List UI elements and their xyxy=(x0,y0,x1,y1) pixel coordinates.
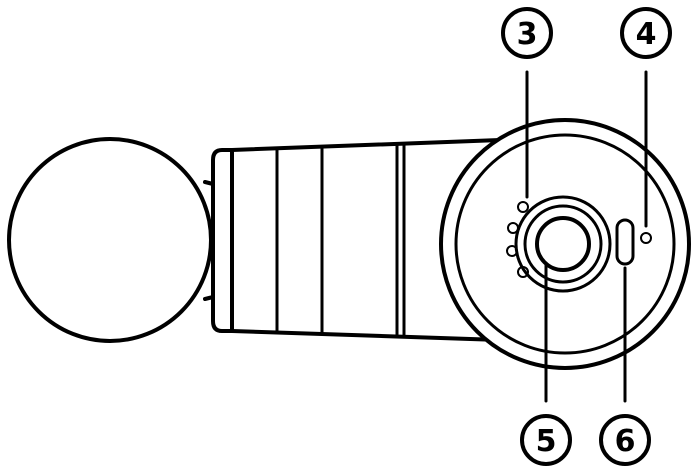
speed-indicator-dot-3 xyxy=(506,245,518,257)
power-button xyxy=(535,216,591,272)
speed-indicator-dot-2 xyxy=(507,222,519,234)
callout-circle-4 xyxy=(620,7,672,59)
speed-indicator-dot-4 xyxy=(517,266,529,278)
speed-indicator-dot-1 xyxy=(517,201,529,213)
callout-label-6: 6 xyxy=(615,424,636,459)
status-light xyxy=(640,232,652,244)
callout-circle-5 xyxy=(520,414,572,466)
connector-collar xyxy=(211,148,234,333)
callout-circle-6 xyxy=(599,414,651,466)
power-button-inner-ring xyxy=(523,204,603,284)
callout-label-3: 3 xyxy=(517,17,538,52)
callout-label-4: 4 xyxy=(636,17,657,52)
callout-label-5: 5 xyxy=(536,424,557,459)
end-cap-outer xyxy=(439,118,691,370)
callout-circle-3 xyxy=(501,7,553,59)
end-cap-inner xyxy=(454,133,676,355)
massage-head-ball xyxy=(7,137,213,343)
charging-port xyxy=(615,218,635,266)
power-button-outer-ring xyxy=(514,195,612,293)
